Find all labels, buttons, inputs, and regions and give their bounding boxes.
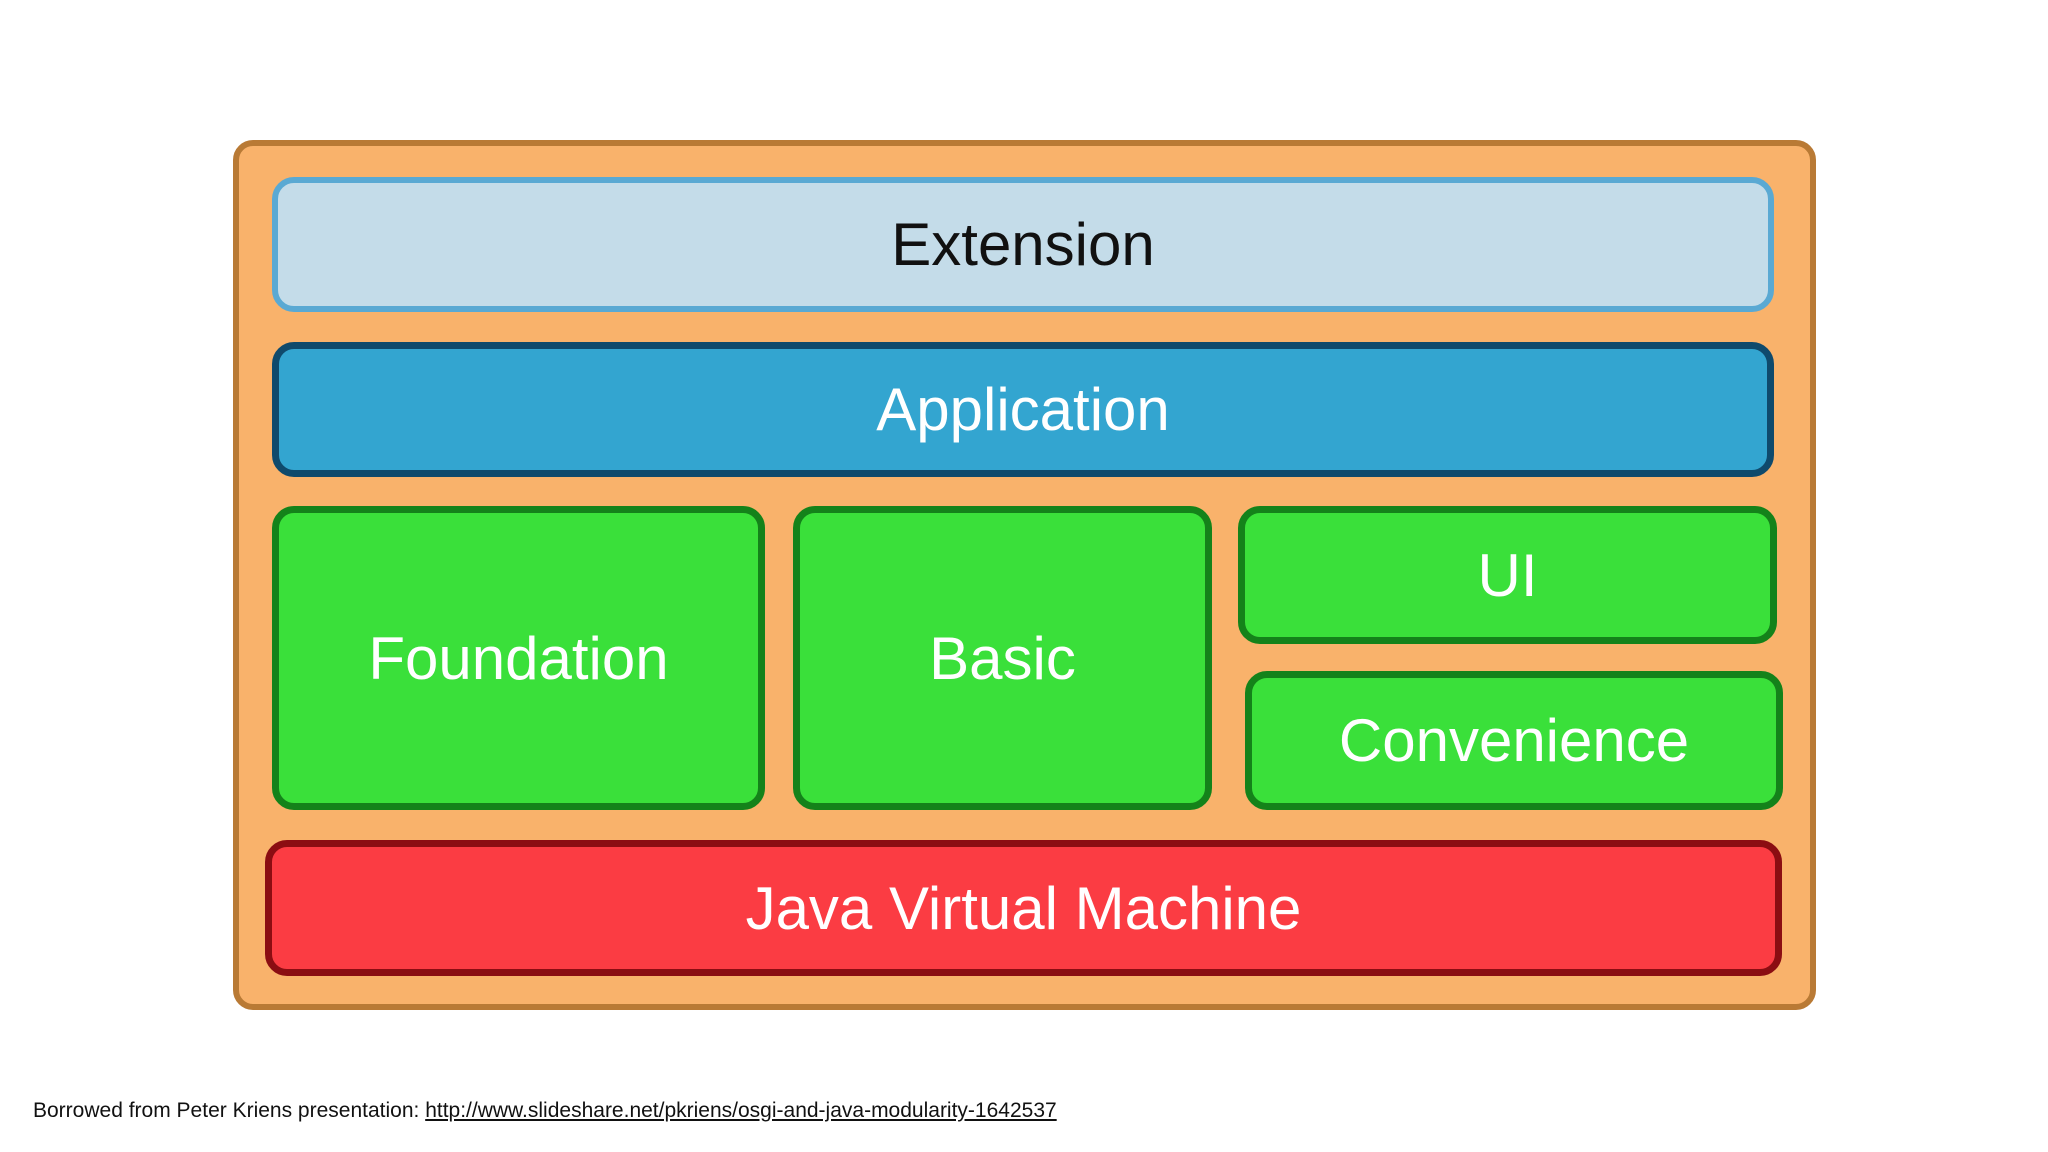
foundation-module: Foundation: [272, 506, 765, 810]
ui-module: UI: [1238, 506, 1777, 644]
attribution-link[interactable]: http://www.slideshare.net/pkriens/osgi-a…: [425, 1099, 1057, 1122]
extension-layer: Extension: [272, 177, 1774, 312]
ui-label: UI: [1477, 541, 1538, 609]
basic-label: Basic: [929, 624, 1076, 692]
foundation-label: Foundation: [368, 624, 669, 692]
application-layer: Application: [272, 342, 1774, 477]
jvm-layer: Java Virtual Machine: [265, 840, 1782, 976]
attribution-text: Borrowed from Peter Kriens presentation:: [33, 1099, 426, 1122]
jvm-label: Java Virtual Machine: [745, 874, 1302, 942]
basic-module: Basic: [793, 506, 1212, 810]
application-label: Application: [876, 376, 1170, 443]
attribution-footer: Borrowed from Peter Kriens presentation:…: [33, 1099, 1057, 1123]
convenience-label: Convenience: [1338, 707, 1690, 774]
convenience-module: Convenience: [1245, 671, 1783, 810]
extension-label: Extension: [891, 211, 1155, 278]
